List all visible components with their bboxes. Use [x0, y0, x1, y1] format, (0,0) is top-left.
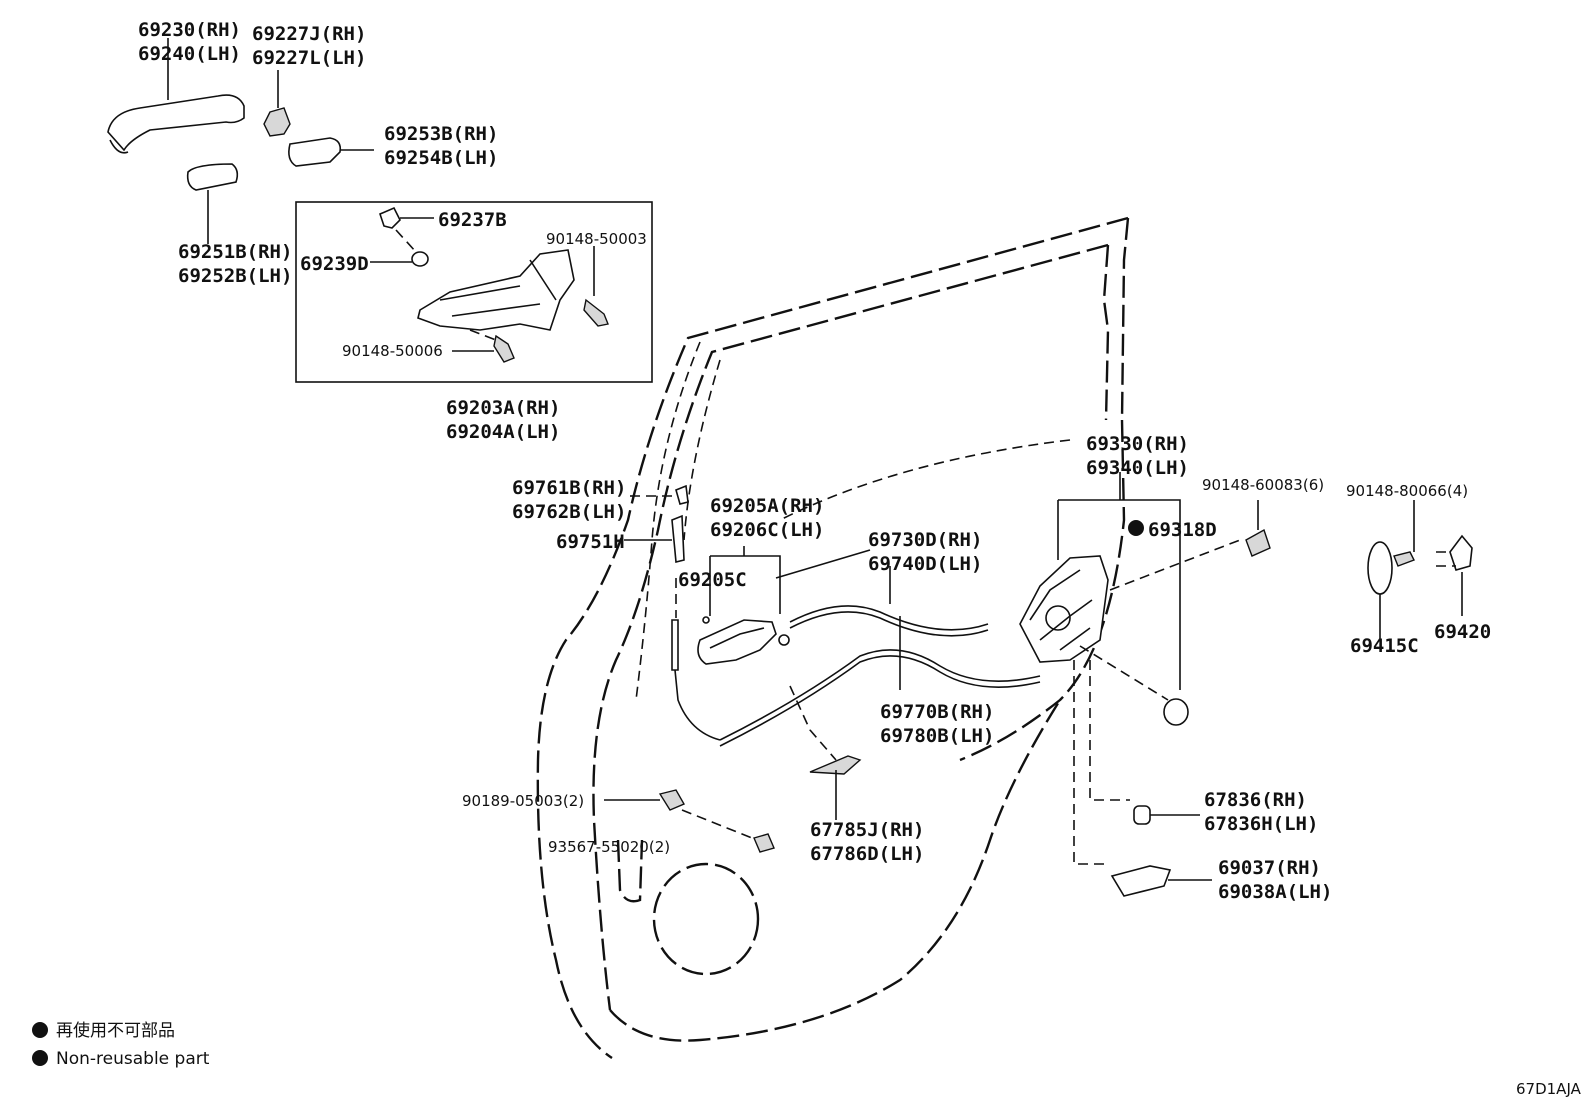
- legend-english: Non-reusable part: [56, 1049, 210, 1069]
- rod-holders: [624, 484, 721, 741]
- legend: 再使用不可部品 Non-reusable part: [32, 1020, 210, 1069]
- handle-pad-lh: [186, 163, 239, 191]
- label-69227L: 69227L(LH): [252, 47, 366, 69]
- handle-frame-box: [295, 201, 653, 383]
- label-69254B: 69254B(LH): [384, 147, 498, 169]
- lock-rod: [671, 619, 679, 671]
- clip-93567: [753, 833, 775, 853]
- label-69203A: 69203A(RH): [446, 397, 560, 419]
- label-67836: 67836(RH): [1204, 789, 1307, 811]
- label-69239D: 69239D: [300, 253, 369, 275]
- label-69240: 69240(LH): [138, 43, 241, 65]
- label-67786D: 67786D(LH): [810, 843, 924, 865]
- grommet-67836: [1133, 805, 1151, 825]
- striker-69420: [1449, 534, 1473, 571]
- label-69420: 69420: [1434, 621, 1491, 643]
- label-69230: 69230(RH): [138, 19, 241, 41]
- label-69253B: 69253B(RH): [384, 123, 498, 145]
- striker-69037: [1110, 865, 1172, 897]
- label-69237B: 69237B: [438, 209, 507, 231]
- handle-cap: [263, 107, 291, 137]
- label-69205A: 69205A(RH): [710, 495, 824, 517]
- label-90148-50006: 90148-50006: [342, 342, 443, 360]
- diagram-code: 67D1AJA: [1516, 1080, 1582, 1098]
- label-67836H: 67836H(LH): [1204, 813, 1318, 835]
- pad-part: [411, 251, 429, 267]
- label-69740D: 69740D(LH): [868, 553, 982, 575]
- part-labels: 69230(RH) 69240(LH) 69227J(RH) 69227L(LH…: [138, 19, 1491, 903]
- label-69205C: 69205C: [678, 569, 747, 591]
- non-reusable-marker: [1128, 520, 1144, 536]
- label-90148-80066: 90148-80066(4): [1346, 482, 1468, 500]
- legend-bullet-jp: [32, 1022, 48, 1038]
- legend-bullet-en: [32, 1050, 48, 1066]
- door-panel-outline: [536, 216, 1130, 1059]
- rod-clip: [675, 484, 689, 505]
- plug-69415C: [1367, 541, 1393, 595]
- label-69340: 69340(LH): [1086, 457, 1189, 479]
- label-69770B: 69770B(RH): [880, 701, 994, 723]
- label-90148-50003: 90148-50003: [546, 230, 647, 248]
- grommet: [1163, 698, 1189, 726]
- screw-b: [493, 334, 515, 363]
- outside-handle-group: [107, 38, 374, 244]
- label-69751H: 69751H: [556, 531, 625, 553]
- cap-part: [379, 206, 401, 229]
- label-69415C: 69415C: [1350, 635, 1419, 657]
- label-93567-55020: 93567-55020(2): [548, 838, 670, 856]
- label-67785J: 67785J(RH): [810, 819, 924, 841]
- label-69037: 69037(RH): [1218, 857, 1321, 879]
- label-69206C: 69206C(LH): [710, 519, 824, 541]
- door-lock-assembly: [1019, 472, 1271, 865]
- legend-japanese: 再使用不可部品: [56, 1020, 175, 1041]
- inside-handle: [697, 619, 777, 665]
- lock-screw: [1245, 528, 1271, 557]
- outside-handle: [107, 94, 245, 152]
- inside-handle-group: [697, 546, 871, 665]
- label-69038A: 69038A(LH): [1218, 881, 1332, 903]
- cables: [719, 566, 1041, 761]
- rod-guide: [671, 514, 685, 564]
- screw-a: [583, 298, 609, 327]
- clip-90189: [658, 789, 685, 811]
- label-90189-05003: 90189-05003(2): [462, 792, 584, 810]
- screw-80066: [1393, 551, 1415, 567]
- label-69761B: 69761B(RH): [512, 477, 626, 499]
- lower-fasteners: [604, 755, 1212, 897]
- pad-67785: [809, 755, 862, 775]
- label-69780B: 69780B(LH): [880, 725, 994, 747]
- label-69730D: 69730D(RH): [868, 529, 982, 551]
- label-69251B: 69251B(RH): [178, 241, 292, 263]
- label-69762B: 69762B(LH): [512, 501, 626, 523]
- label-69318D: 69318D: [1148, 519, 1217, 541]
- label-69227J: 69227J(RH): [252, 23, 366, 45]
- label-69252B: 69252B(LH): [178, 265, 292, 287]
- label-69330: 69330(RH): [1086, 433, 1189, 455]
- handle-pad-rh: [288, 137, 342, 167]
- label-90148-60083: 90148-60083(6): [1202, 476, 1324, 494]
- label-69204A: 69204A(LH): [446, 421, 560, 443]
- right-side-parts: [1367, 500, 1473, 640]
- handle-frame-parts: [370, 206, 609, 363]
